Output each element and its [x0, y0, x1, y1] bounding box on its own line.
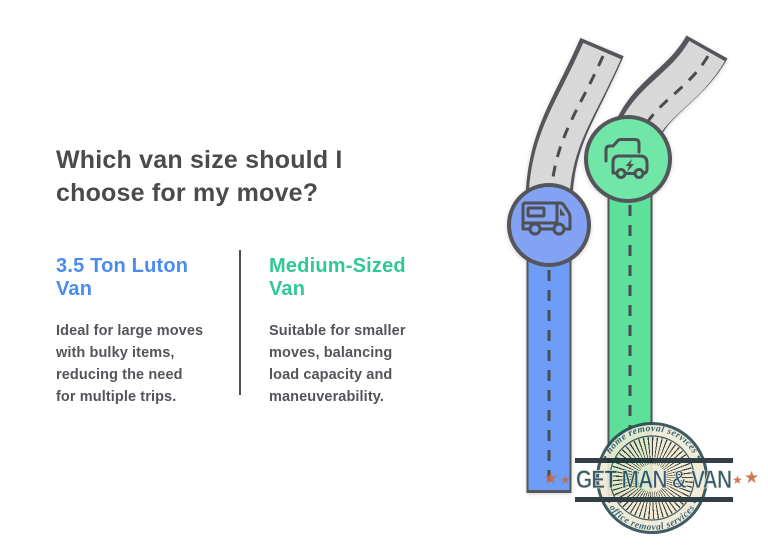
- logo-bottom-arc-text: • office removal services •: [603, 498, 700, 533]
- svg-text:• office removal services •: • office removal services •: [603, 498, 701, 533]
- electric-van-icon: [604, 138, 649, 179]
- column-luton-van: 3.5 Ton Luton Van Ideal for large moves …: [56, 255, 239, 408]
- medium-van-title: Medium-Sized Van: [269, 255, 406, 300]
- luton-van-title: 3.5 Ton Luton Van: [56, 255, 189, 300]
- column-divider: [239, 250, 241, 395]
- logo-inner-ring: [609, 435, 695, 521]
- page-title: Which van size should I choose for my mo…: [56, 146, 343, 207]
- logo-sunburst-center: [638, 464, 666, 492]
- star-icon: ★: [543, 469, 559, 488]
- van-comparison-columns: 3.5 Ton Luton Van Ideal for large moves …: [56, 250, 456, 408]
- star-icon: ★: [744, 468, 760, 487]
- get-man-and-van-logo: • home removal services • • office remov…: [543, 418, 765, 542]
- luton-van-description: Ideal for large moves with bulky items, …: [56, 323, 204, 405]
- column-medium-van: Medium-Sized Van Suitable for smaller mo…: [241, 255, 431, 408]
- star-icon: ★: [560, 473, 571, 487]
- logo-banner: GET MAN & VAN: [575, 458, 733, 502]
- luton-van-badge: [507, 183, 591, 267]
- logo-banner-text: GET MAN & VAN: [576, 465, 733, 494]
- star-icon: ★: [732, 473, 743, 487]
- luton-van-icon: [521, 201, 572, 236]
- medium-van-description: Suitable for smaller moves, balancing lo…: [269, 323, 406, 405]
- electric-van-badge: [584, 115, 672, 203]
- logo-arc-texts: • home removal services • • office remov…: [601, 424, 703, 533]
